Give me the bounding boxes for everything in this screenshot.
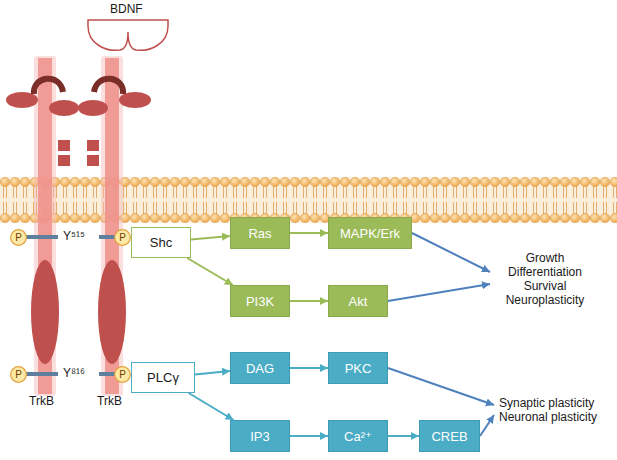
node-text: CREB (431, 429, 467, 444)
circle-shape (115, 367, 131, 383)
extracellular-square (87, 140, 99, 151)
node-text: Akt (349, 294, 368, 309)
adaptor-box: Shc (131, 227, 191, 258)
pathway-box: IP3 (230, 420, 290, 452)
circle-shape (11, 367, 27, 383)
extracellular-square (58, 140, 70, 151)
ligand-shape (88, 20, 168, 50)
extracellular-hook (34, 79, 63, 94)
extracellular-hook (94, 79, 123, 94)
node-text: DAG (246, 361, 274, 376)
node-text: P (119, 232, 126, 243)
node-text: Ca²⁺ (344, 429, 372, 444)
phospho-site-band (26, 372, 58, 376)
extracellular-domain (6, 92, 38, 108)
outcome-arrow (412, 233, 490, 272)
receptor-left (6, 56, 79, 396)
outcome-text: Growth Differentiation Survival Neuropla… (493, 251, 597, 307)
pathway-arrow (187, 258, 233, 285)
phospho-circle: P (10, 366, 27, 383)
pathway-arrow (189, 393, 234, 420)
pathway-arrow (195, 371, 230, 375)
outcome-text: Synaptic plasticity Neuronal plasticity (499, 396, 611, 424)
pathway-box: DAG (230, 352, 290, 384)
kinase-domain (31, 260, 59, 364)
pathway-box: Akt (328, 285, 388, 317)
phospho-circle: P (10, 229, 27, 246)
outcome-arrow (388, 368, 494, 405)
extracellular-square (87, 155, 99, 166)
node-text: Ras (248, 226, 271, 241)
extracellular-domain (49, 100, 79, 116)
extracellular-domain (119, 92, 151, 108)
residue-label: Y⁸¹⁶ (63, 366, 85, 380)
phospho-circle: P (114, 229, 131, 246)
pathway-arrow (290, 435, 328, 437)
pathway-box: PI3K (230, 285, 290, 317)
extracellular-domain (78, 100, 108, 116)
node-text: MAPK/Erk (340, 226, 400, 241)
outcome-arrows (388, 233, 494, 436)
residue-label: Y⁵¹⁵ (63, 229, 85, 243)
pathway-box: Ras (230, 217, 290, 249)
node-text: PLCγ (147, 370, 179, 385)
outcome-arrow (480, 415, 494, 436)
phospho-circle: P (114, 366, 131, 383)
node-text: PI3K (246, 294, 274, 309)
phospho-site-band (99, 372, 116, 376)
node-text: P (15, 232, 22, 243)
extracellular-square (58, 155, 70, 166)
circle-shape (11, 230, 27, 246)
pathway-arrow (191, 236, 230, 240)
pathway-arrow (388, 435, 419, 437)
membrane-bilayer (0, 177, 617, 223)
receptor-label: TrkB (29, 394, 54, 408)
node-text: Shc (150, 235, 172, 250)
receptor-label: TrkB (97, 394, 122, 408)
node-text: P (15, 369, 22, 380)
adaptor-box: PLCγ (131, 362, 195, 393)
pathway-box: CREB (419, 420, 480, 452)
node-text: P (119, 369, 126, 380)
outcome-arrow (388, 284, 490, 301)
receptor-right (78, 56, 151, 396)
ligand-label: BDNF (110, 2, 143, 16)
node-text: IP3 (250, 429, 270, 444)
node-text: PKC (345, 361, 372, 376)
phospho-site-band (26, 235, 58, 239)
kinase-domain (98, 260, 126, 364)
circle-shape (115, 230, 131, 246)
pathway-box: Ca²⁺ (328, 420, 388, 452)
pathway-arrow (290, 300, 328, 302)
pathway-arrow (290, 367, 328, 369)
phospho-site-band (99, 235, 116, 239)
pathway-arrow (290, 232, 328, 234)
lipid-heads (0, 177, 617, 223)
pathway-box: MAPK/Erk (328, 217, 412, 249)
pathway-box: PKC (328, 352, 388, 384)
